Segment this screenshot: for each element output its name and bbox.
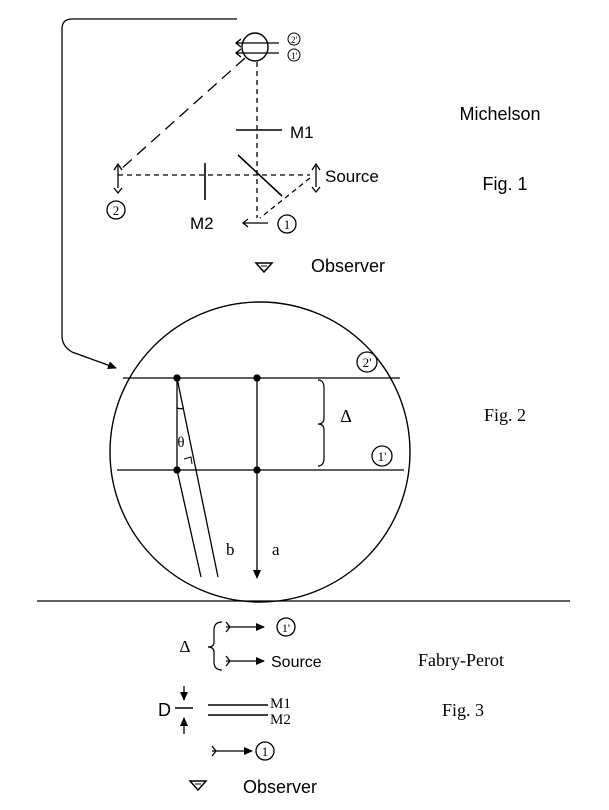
fig2-enlarged-view: [109, 301, 411, 603]
fig1-beam2-number: 2: [113, 203, 120, 218]
fig2-ray-b-left: [176, 469, 202, 578]
fig2-text: Fig. 2 Δ θ a b 2' 1': [177, 355, 526, 559]
fig3-observer-icon: [188, 780, 208, 792]
fig1-dashed-beam-diagonal: [259, 177, 311, 219]
fig1-beam2-marker: [106, 200, 126, 220]
fig2-theta-label: θ: [177, 435, 184, 451]
fig3-source-label: Source: [271, 654, 322, 671]
fig1-beam1-marker: [277, 214, 297, 234]
fig3-m1-label: M1: [270, 696, 291, 712]
fig3-observer-label: Observer: [243, 777, 317, 797]
fig3-1p-label: 1': [282, 621, 290, 635]
fig1-observer-icon: [254, 262, 274, 274]
fig2-delta-brace: [317, 379, 325, 467]
fig2-theta-arc: [176, 406, 184, 410]
fig2-delta-label: Δ: [340, 406, 352, 426]
fig2-a-label: a: [272, 540, 280, 559]
fig3-d-label: D: [158, 700, 171, 720]
fig1-title: Michelson: [459, 104, 540, 124]
fig1-image1p-label: 1': [291, 51, 298, 61]
fig2-circle: [109, 301, 411, 603]
fig3-delta-brace: [207, 621, 223, 671]
fig2-inclined-ray: [176, 377, 197, 471]
fig3-text: Fabry-Perot Fig. 3 Δ 1' Source D M1 M2 1…: [158, 621, 504, 797]
fig2-2p-marker: [356, 351, 378, 373]
fig2-ray-b-right: [195, 469, 219, 578]
fig1-m1-label: M1: [290, 123, 314, 142]
fig2-caption: Fig. 2: [484, 405, 526, 425]
fig3-delta-label: Δ: [180, 637, 191, 656]
fig1-caption: Fig. 1: [482, 174, 527, 194]
fig3-beam1-marker: [255, 741, 275, 761]
fig2-b-label: b: [226, 540, 235, 559]
fig2-right-angle: [183, 456, 193, 465]
fig3-beam1-number: 1: [262, 744, 269, 759]
fig1-dashed-beam-2: [119, 57, 246, 171]
fig1-to-fig2-connector: [61, 18, 237, 370]
fig3-1p-marker: [276, 617, 296, 637]
fig1-image2p-label: 2': [291, 35, 298, 45]
fig3-title: Fabry-Perot: [418, 650, 504, 670]
fig1-source-label: Source: [325, 167, 379, 186]
fig1-text: Michelson Fig. 1 M1 M2 Source Observer 2…: [113, 35, 541, 276]
fig1-observer-label: Observer: [311, 256, 385, 276]
fig3-m2-label: M2: [270, 712, 291, 728]
fig1-image1-symbol: [241, 218, 268, 228]
fig1-m2-label: M2: [190, 214, 214, 233]
fig1-michelson: [61, 18, 321, 370]
fig2-1p-marker: [371, 445, 393, 467]
fig1-beam1-number: 1: [284, 217, 291, 232]
fig3-fabry-perot: [175, 617, 296, 792]
fig1-image2-symbol: [113, 166, 123, 195]
fig1-image-stack: [234, 32, 301, 62]
fig3-caption: Fig. 3: [442, 700, 484, 720]
fig2-2p-label: 2': [363, 355, 372, 370]
fig1-source-symbol: [311, 166, 321, 194]
fig2-1p-label: 1': [378, 449, 387, 464]
fig1-beam-splitter: [237, 154, 283, 197]
